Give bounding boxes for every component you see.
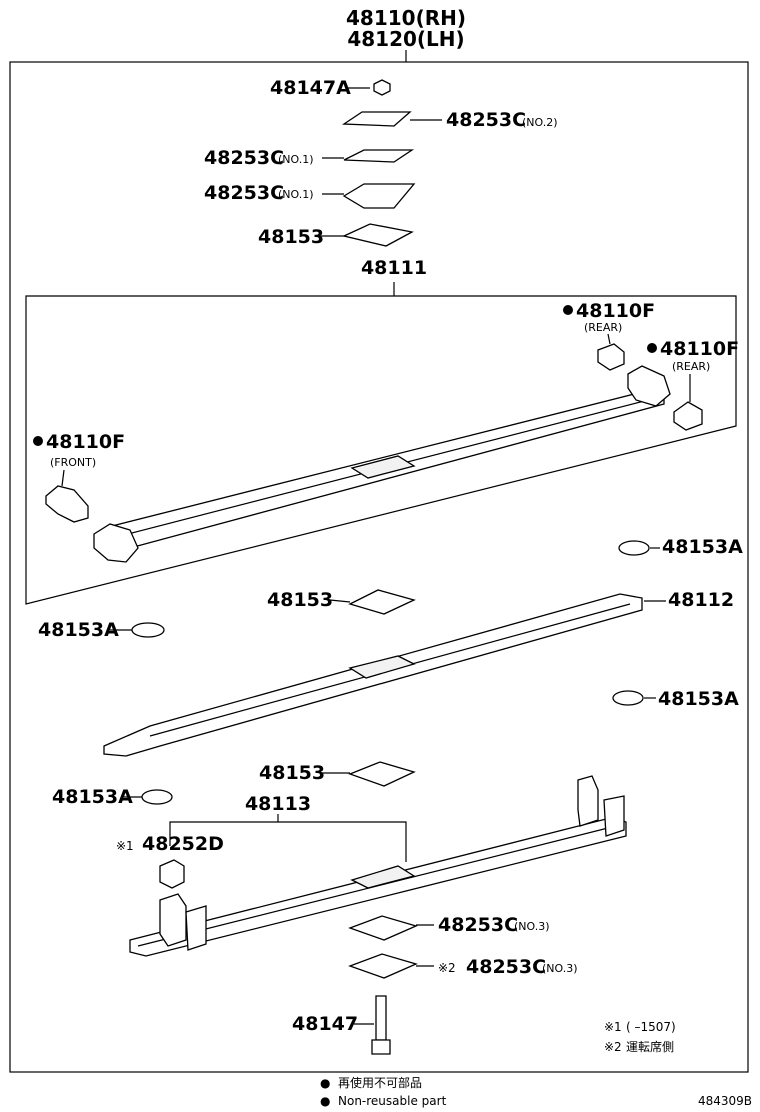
part-48113-front-clip-band xyxy=(185,905,207,951)
part-48253C-no3b-shape xyxy=(348,953,418,979)
part-48253C-no1a-qualifier: (NO.1) xyxy=(278,153,314,166)
part-48253C-no2-shape xyxy=(341,111,412,127)
part-48153-mid-shape xyxy=(348,589,416,615)
part-48153A-2-label: 48153A xyxy=(38,619,119,641)
part-48153A-1-label: 48153A xyxy=(662,536,743,558)
part-48153-top-label: 48153 xyxy=(258,226,324,248)
part-48110F-front-leader xyxy=(61,469,65,487)
part-48113-rear-clip-band xyxy=(603,795,625,837)
part-48110F-rear1-label: 48110F xyxy=(576,300,655,322)
part-48110F-rear1-bushing xyxy=(597,343,625,371)
part-48113-front-clip xyxy=(159,893,187,947)
part-48147-label: 48147 xyxy=(292,1013,358,1035)
part-48147-bolt-head xyxy=(371,1039,391,1055)
part-48111-box xyxy=(25,295,737,605)
part-48147-bolt-shank xyxy=(375,995,387,1041)
part-48253C-no1b-shape xyxy=(342,183,416,209)
part-48253C-no3a-qualifier: (NO.3) xyxy=(514,920,550,933)
part-48253C-no3a-shape xyxy=(348,915,418,941)
legend-line-1: 再使用不可部品 xyxy=(338,1075,422,1090)
part-48111-leaf-center xyxy=(350,455,416,479)
part-48153A-3-label: 48153A xyxy=(658,688,739,710)
note-1-mark: ※1 xyxy=(604,1020,622,1034)
part-48110F-rear2-label: 48110F xyxy=(660,338,739,360)
part-48153A-4-label: 48153A xyxy=(52,786,133,808)
part-48153A-1-shape xyxy=(618,540,650,556)
part-48110F-front-bushing xyxy=(45,485,89,523)
part-48147A-label: 48147A xyxy=(270,77,351,99)
part-48253C-no2-qualifier: (NO.2) xyxy=(522,116,558,129)
non-reusable-dot xyxy=(563,305,573,315)
part-48112-label: 48112 xyxy=(668,589,734,611)
part-48111-label: 48111 xyxy=(361,257,427,279)
part-48153A-3-shape xyxy=(612,690,644,706)
part-48253C-no2-label: 48253C xyxy=(446,109,526,131)
note-1-text: ( –1507) xyxy=(626,1020,676,1034)
part-48153A-2-shape xyxy=(131,622,165,638)
note-2-mark: ※2 xyxy=(604,1040,622,1054)
part-48111-rear-eye xyxy=(627,365,671,407)
non-reusable-dot xyxy=(647,343,657,353)
part-48113-label: 48113 xyxy=(245,793,311,815)
part-48153-top-shape xyxy=(342,223,414,247)
part-48153-mid-label: 48153 xyxy=(267,589,333,611)
part-48147A-nut xyxy=(373,79,391,96)
part-48253C-no1a-label: 48253C xyxy=(204,147,284,169)
figure-id: 484309B xyxy=(698,1094,752,1108)
part-48253C-no1b-label: 48253C xyxy=(204,182,284,204)
part-48153-mid-leader xyxy=(329,599,351,603)
part-48113-bracket xyxy=(169,821,407,862)
assembly-frame xyxy=(9,61,749,1073)
part-48110F-rear1-leader xyxy=(607,333,611,345)
part-48110F-front-label: 48110F xyxy=(46,431,125,453)
part-48252D-label: 48252D xyxy=(142,833,224,855)
part-48253C-no3b-label: 48253C xyxy=(466,956,546,978)
legend-bullet-1: ● xyxy=(320,1076,330,1090)
part-48253C-no3a-label: 48253C xyxy=(438,914,518,936)
part-48113-leaf-center xyxy=(350,865,416,889)
part-48110F-rear2-bushing xyxy=(673,401,703,431)
non-reusable-dot xyxy=(33,436,43,446)
part-48153A-4-shape xyxy=(141,789,173,805)
mark-1: ※1 xyxy=(116,839,134,853)
assembly-lh-label: 48120(LH) xyxy=(347,27,464,51)
mark-2: ※2 xyxy=(438,961,456,975)
part-48253C-no1a-shape xyxy=(343,149,415,163)
legend-bullet-2: ● xyxy=(320,1094,330,1108)
assembly-rh-label: 48110(RH) xyxy=(346,6,466,30)
part-48113-rear-clip xyxy=(577,775,599,827)
part-48252D-clip xyxy=(159,859,185,889)
legend-line-2: Non-reusable part xyxy=(338,1094,447,1108)
part-48110F-rear2-qualifier: (REAR) xyxy=(672,360,710,373)
part-48153-low-shape xyxy=(348,761,416,787)
note-2-text: 運転席側 xyxy=(626,1039,674,1054)
part-48112-leaf-center xyxy=(348,655,416,679)
part-48110F-front-qualifier: (FRONT) xyxy=(50,456,96,469)
part-48111-front-eye xyxy=(93,523,139,563)
part-48253C-no1b-qualifier: (NO.1) xyxy=(278,188,314,201)
part-48110F-rear1-qualifier: (REAR) xyxy=(584,321,622,334)
part-48253C-no3b-qualifier: (NO.3) xyxy=(542,962,578,975)
part-48153-low-label: 48153 xyxy=(259,762,325,784)
